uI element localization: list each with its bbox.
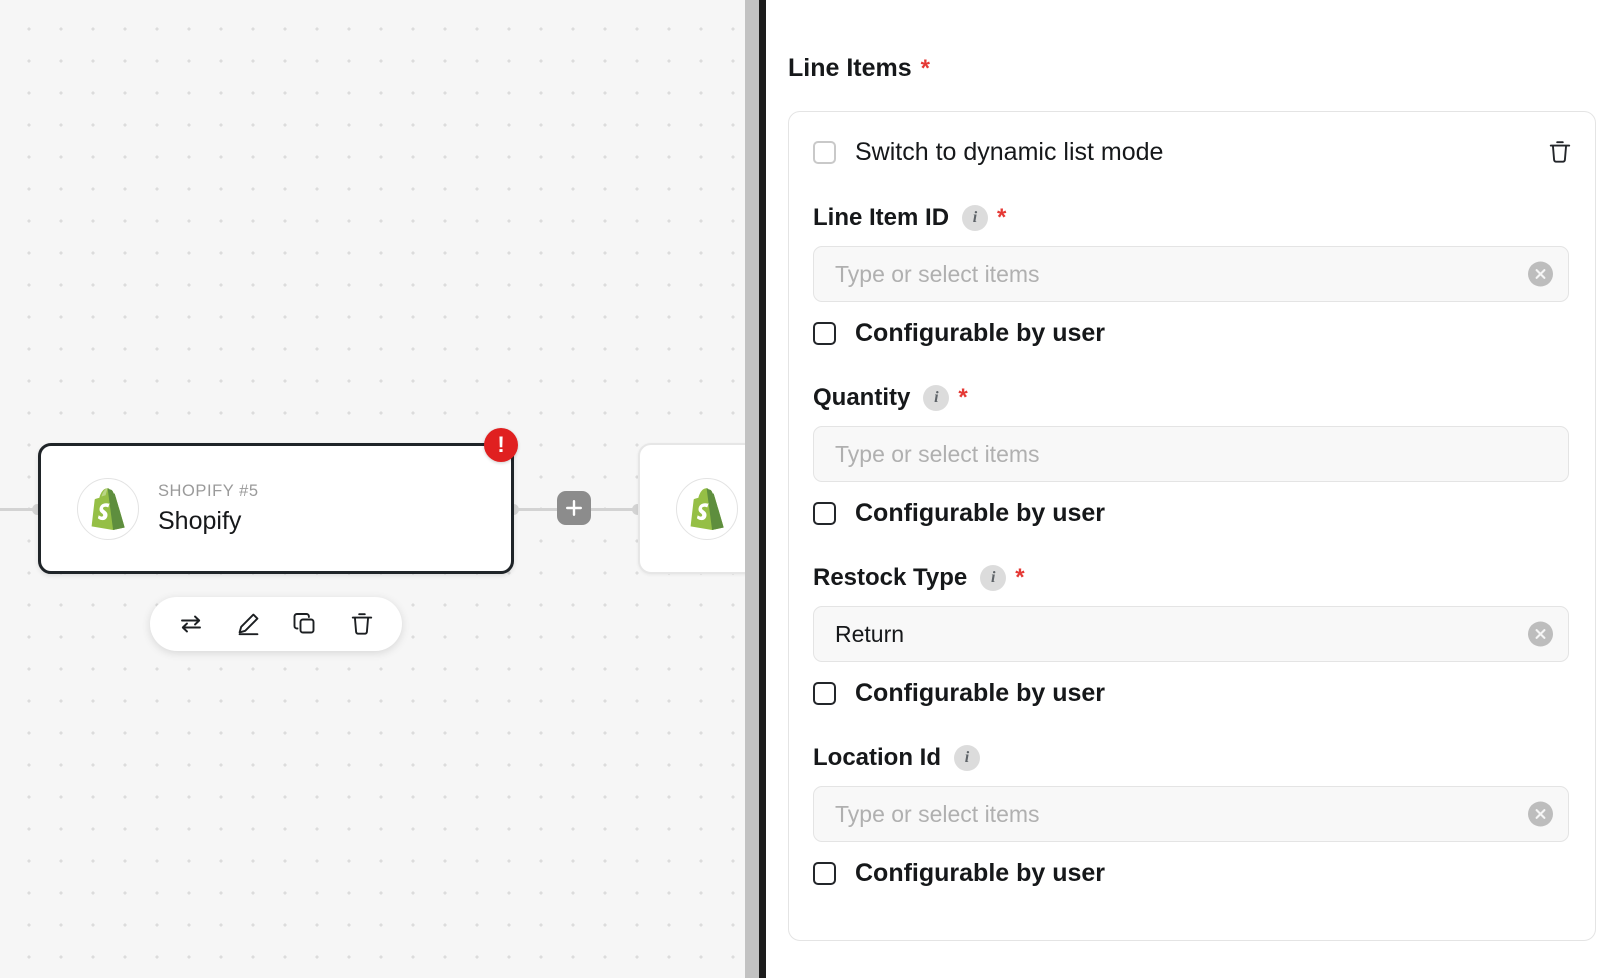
dynamic-list-mode-checkbox[interactable] [813, 140, 836, 164]
line-item-card-header: Switch to dynamic list mode [813, 136, 1571, 168]
input-placeholder: Type or select items [835, 440, 1040, 467]
field-label-text: Location Id [813, 744, 941, 771]
configurable-by-user-label: Configurable by user [855, 679, 1106, 707]
input-placeholder: Type or select items [835, 260, 1040, 287]
location-id-input[interactable]: Type or select items [813, 786, 1569, 842]
field-label: Quantity i * [813, 384, 1569, 412]
clear-input-button[interactable] [1528, 801, 1553, 827]
field-label: Restock Type i * [813, 564, 1569, 592]
required-asterisk: * [958, 384, 968, 411]
node-kicker: SHOPIFY #5 [158, 481, 259, 500]
swap-arrows-icon [180, 615, 201, 633]
node-error-badge[interactable]: ! [484, 428, 518, 462]
configurable-by-user-checkbox[interactable] [813, 682, 836, 705]
field-restock-type: Restock Type i * Return [813, 564, 1569, 708]
edit-node-button[interactable] [224, 602, 272, 646]
delete-node-button[interactable] [338, 602, 386, 646]
configurable-by-user-row[interactable]: Configurable by user [813, 679, 1569, 708]
restock-type-input[interactable]: Return [813, 606, 1569, 662]
input-value: Return [835, 620, 905, 647]
configurable-by-user-checkbox[interactable] [813, 862, 836, 885]
node-action-toolbar[interactable] [150, 597, 402, 651]
field-quantity: Quantity i * Type or select items Config… [813, 384, 1569, 528]
info-icon[interactable]: i [954, 745, 980, 771]
configurable-by-user-row[interactable]: Configurable by user [813, 859, 1569, 888]
node-title: Shopify [158, 506, 242, 535]
cut-off-heading: Configure Inventory [812, 0, 1050, 1]
dynamic-list-mode-label: Switch to dynamic list mode [855, 137, 1164, 166]
field-location-id: Location Id i Type or select items [813, 744, 1569, 888]
node-config-panel: Configure Inventory Line Items * Switch … [766, 0, 1624, 978]
configurable-by-user-row[interactable]: Configurable by user [813, 499, 1569, 528]
configurable-by-user-checkbox[interactable] [813, 322, 836, 345]
node-logo [77, 477, 139, 540]
workflow-canvas[interactable]: SHOPIFY #5 Shopify ! [0, 0, 745, 978]
field-label: Line Item ID i * [813, 204, 1569, 232]
input-placeholder: Type or select items [835, 800, 1040, 827]
info-icon[interactable]: i [923, 385, 950, 411]
field-line-item-id: Line Item ID i * Type or select items [813, 204, 1569, 348]
configurable-by-user-label: Configurable by user [855, 319, 1106, 347]
info-icon[interactable]: i [962, 205, 989, 231]
clear-input-button[interactable] [1528, 621, 1553, 647]
node-logo [676, 477, 738, 540]
configurable-by-user-label: Configurable by user [855, 859, 1106, 887]
configurable-by-user-checkbox[interactable] [813, 502, 836, 525]
line-item-id-input[interactable]: Type or select items [813, 246, 1569, 302]
required-asterisk: * [1015, 564, 1025, 591]
field-label-text: Line Item ID [813, 204, 950, 231]
required-asterisk: * [920, 54, 930, 82]
section-label-text: Line Items [788, 54, 912, 82]
node-port-left [32, 504, 43, 515]
dynamic-list-mode-row[interactable]: Switch to dynamic list mode [813, 138, 1163, 167]
edge-wire-incoming [0, 508, 44, 511]
field-label-text: Quantity [813, 384, 911, 411]
workflow-node-next[interactable] [638, 443, 745, 574]
plus-icon [566, 500, 582, 516]
trash-icon [351, 613, 372, 635]
info-icon[interactable]: i [980, 565, 1007, 591]
replace-node-button[interactable] [167, 602, 215, 646]
duplicate-node-button[interactable] [281, 602, 329, 646]
add-node-button[interactable] [557, 491, 591, 525]
required-asterisk: * [997, 204, 1007, 231]
clear-circle-icon [1535, 629, 1546, 639]
pencil-icon [238, 613, 258, 636]
shopify-logo-icon [690, 487, 724, 530]
configurable-by-user-label: Configurable by user [855, 499, 1106, 527]
clear-input-button[interactable] [1528, 261, 1553, 287]
quantity-input[interactable]: Type or select items [813, 426, 1569, 482]
canvas-vertical-scrollbar[interactable] [745, 0, 759, 978]
clear-circle-icon [1535, 809, 1546, 819]
next-node-port-left [632, 504, 643, 515]
delete-line-item-button[interactable] [1545, 136, 1575, 168]
line-items-section-label: Line Items * [788, 54, 1596, 83]
cut-off-heading-row: Configure Inventory [788, 0, 1596, 2]
field-label: Location Id i [813, 744, 1569, 772]
field-label-text: Restock Type [813, 564, 968, 591]
shopify-logo-icon [91, 487, 125, 530]
trash-icon [1549, 141, 1571, 163]
copy-icon [293, 613, 314, 634]
error-exclamation-icon: ! [497, 432, 505, 457]
line-item-card: Switch to dynamic list mode Line Item ID [788, 111, 1596, 941]
clear-circle-icon [1535, 269, 1546, 279]
panel-divider[interactable] [759, 0, 766, 978]
configurable-by-user-row[interactable]: Configurable by user [813, 319, 1569, 348]
workflow-node-shopify-5[interactable]: SHOPIFY #5 Shopify [38, 443, 514, 574]
